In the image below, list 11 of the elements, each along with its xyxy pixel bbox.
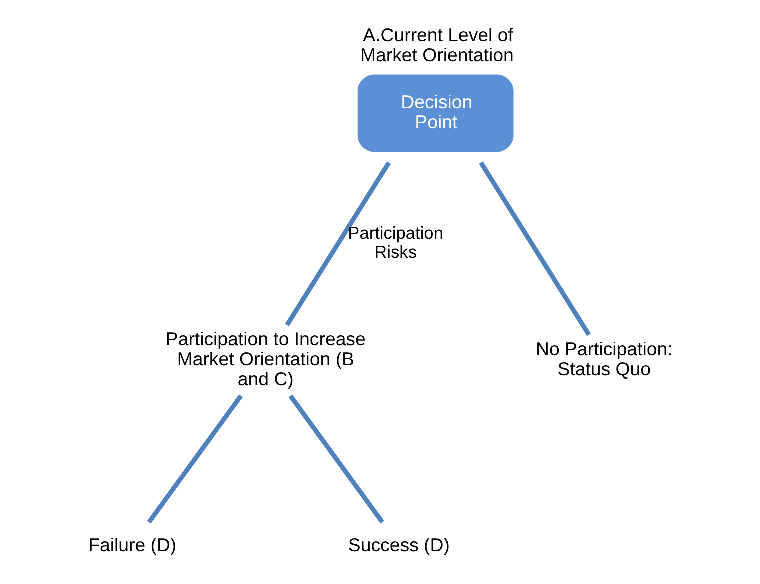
node-text: Failure (D) <box>88 534 176 556</box>
node-label: A.Current Level of Market Orientation <box>360 24 514 66</box>
connector <box>478 162 591 336</box>
node-text: Success (D) <box>348 534 450 556</box>
connector <box>288 394 384 524</box>
node-box: Decision Point <box>357 74 514 152</box>
node-text: Participation to Increase Market Orientation (B and C) <box>165 328 366 390</box>
edge-label: Participation Risks <box>348 223 443 262</box>
connector <box>146 394 243 524</box>
node-text: No Participation: Status Quo <box>535 338 672 380</box>
connector <box>284 162 391 327</box>
